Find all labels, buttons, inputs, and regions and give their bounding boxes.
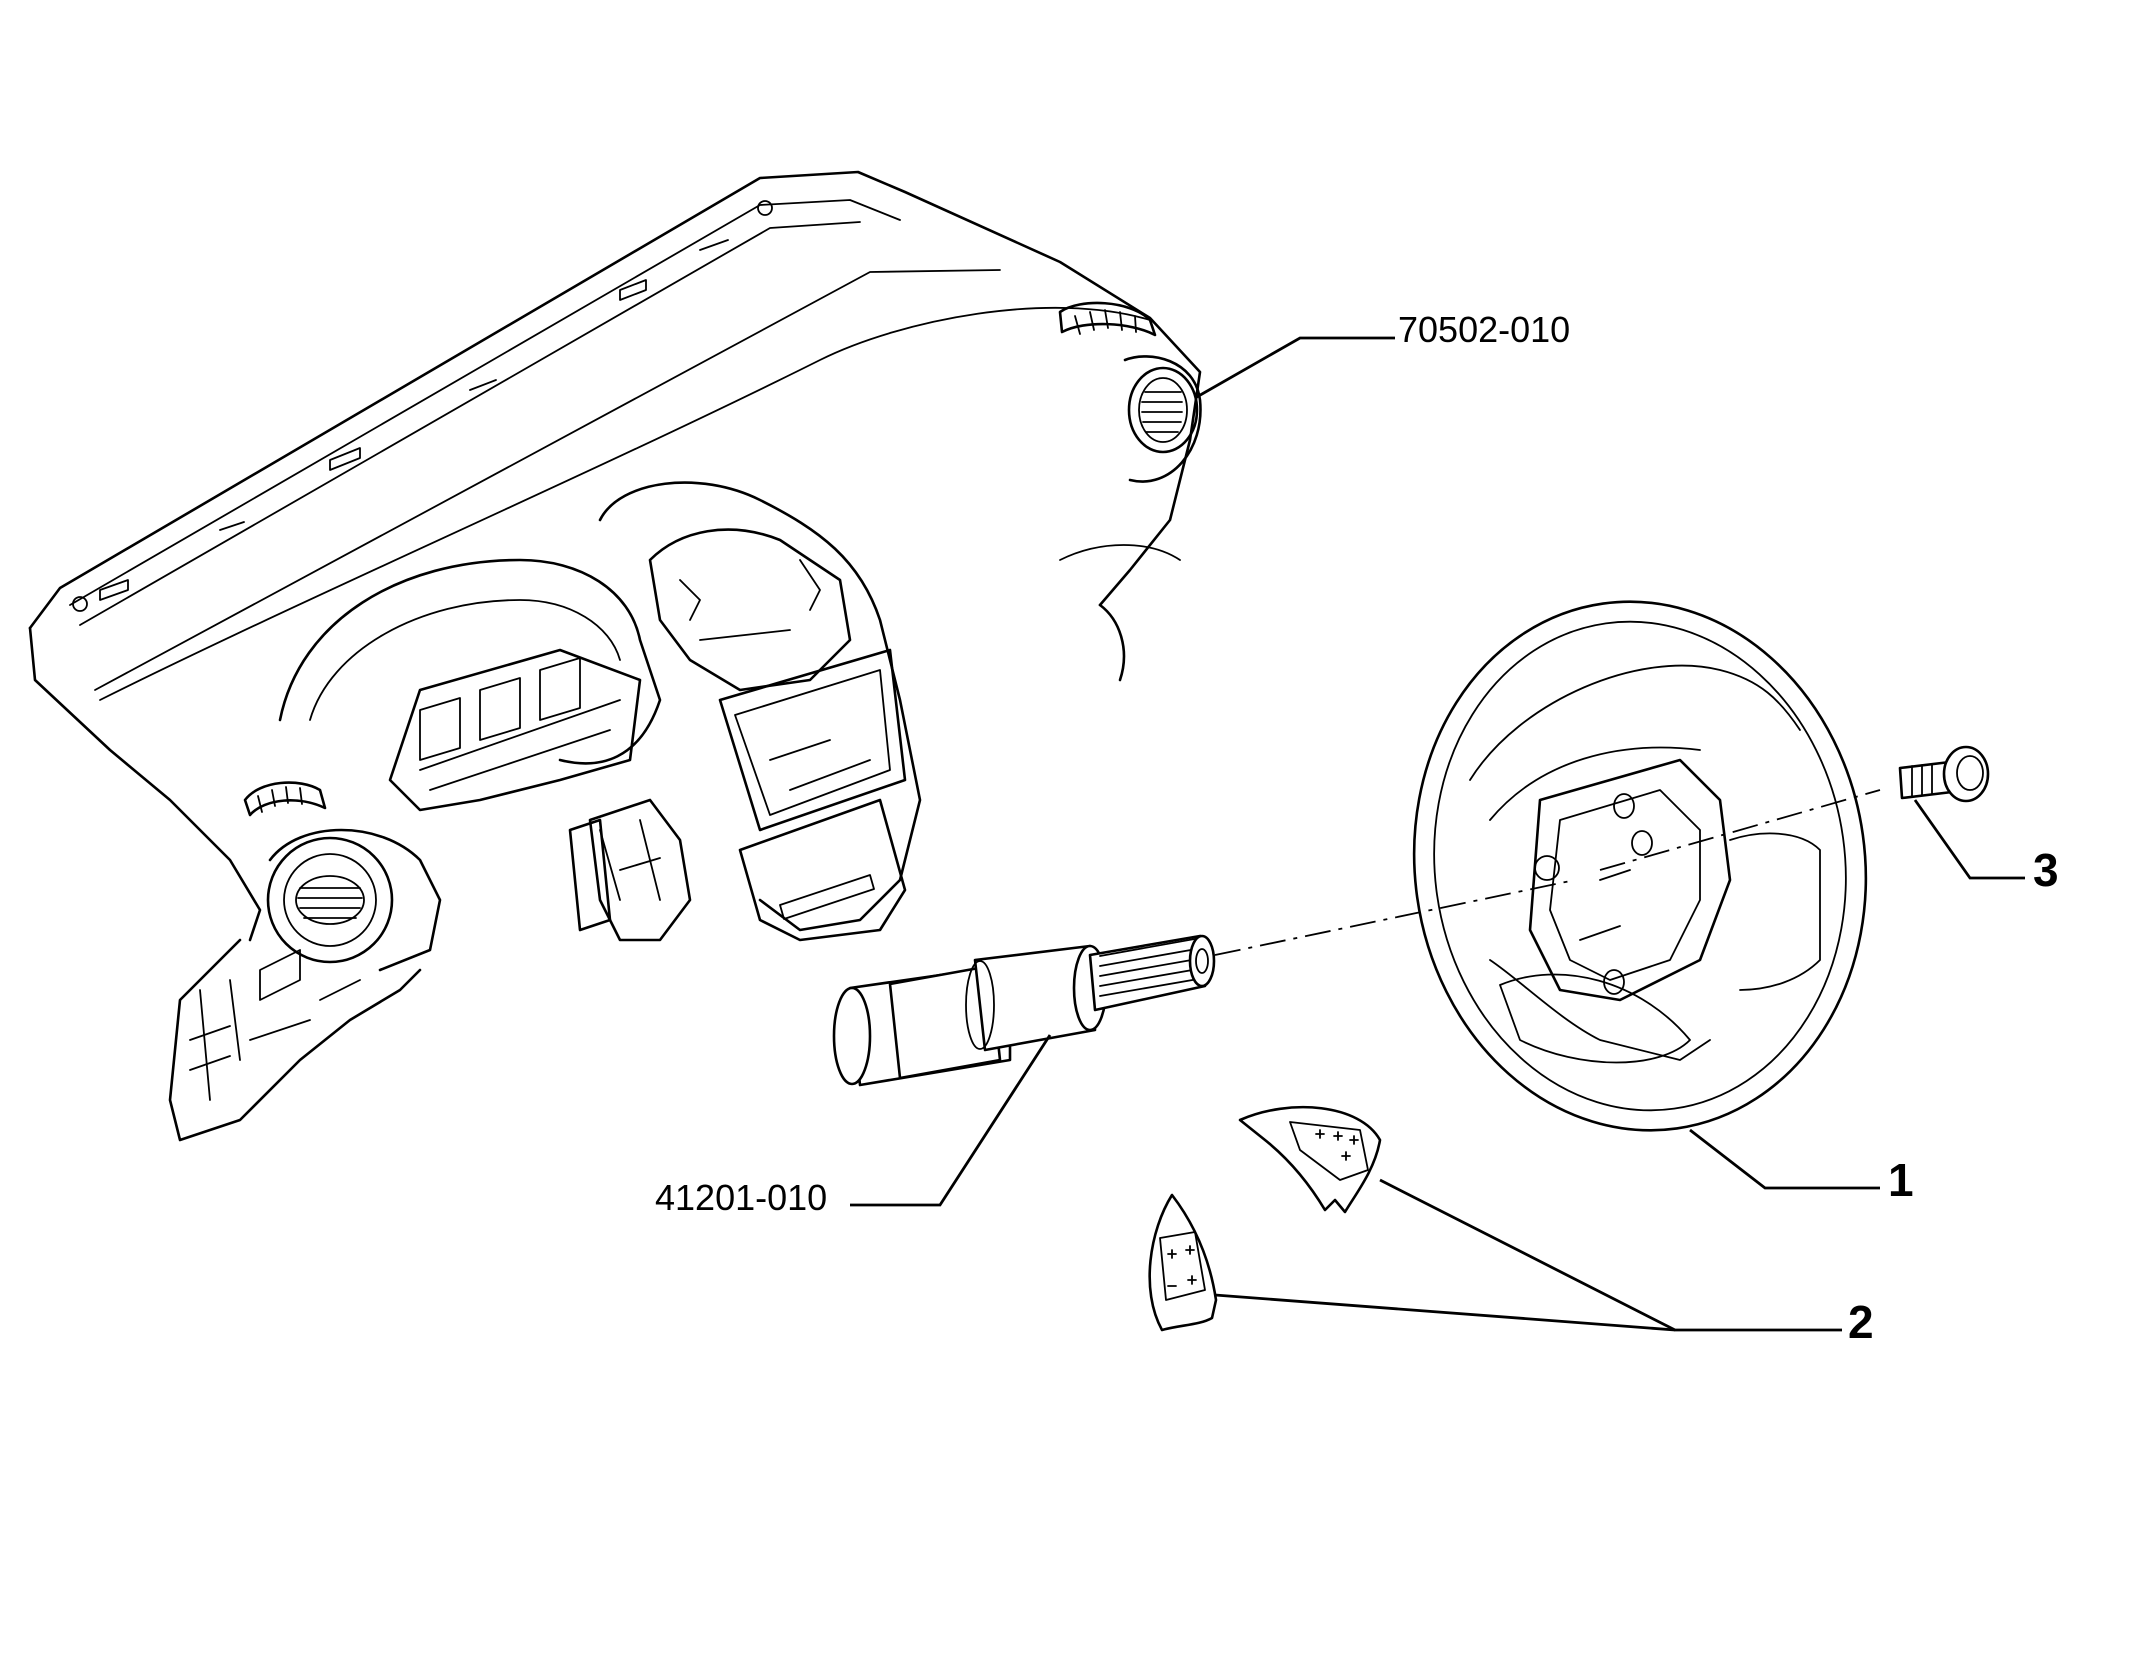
label-steering-wheel: 1	[1888, 1154, 1914, 1206]
leader-steering-column	[850, 1034, 1052, 1207]
assembly-axis-line	[1214, 789, 1881, 956]
leader-screw	[1913, 799, 2025, 880]
steering-wheel	[1412, 600, 1868, 1132]
dashboard-panel	[28, 170, 1202, 1142]
label-steering-column: 41201-010	[655, 1177, 827, 1218]
leader-dashboard	[1194, 336, 1395, 400]
steering-wheel-control-left	[1148, 1193, 1218, 1332]
label-screw: 3	[2033, 844, 2059, 896]
steering-wheel-control-right	[1238, 1105, 1382, 1214]
leader-control-right	[1379, 1178, 1842, 1332]
leader-control-left	[1214, 1293, 1676, 1332]
leader-lines	[850, 336, 2025, 1332]
leader-steering-wheel	[1689, 1128, 1880, 1190]
label-dashboard: 70502-010	[1398, 309, 1570, 350]
screw	[1898, 745, 1990, 803]
label-wheel-controls: 2	[1848, 1296, 1874, 1348]
steering-column	[832, 934, 1216, 1087]
